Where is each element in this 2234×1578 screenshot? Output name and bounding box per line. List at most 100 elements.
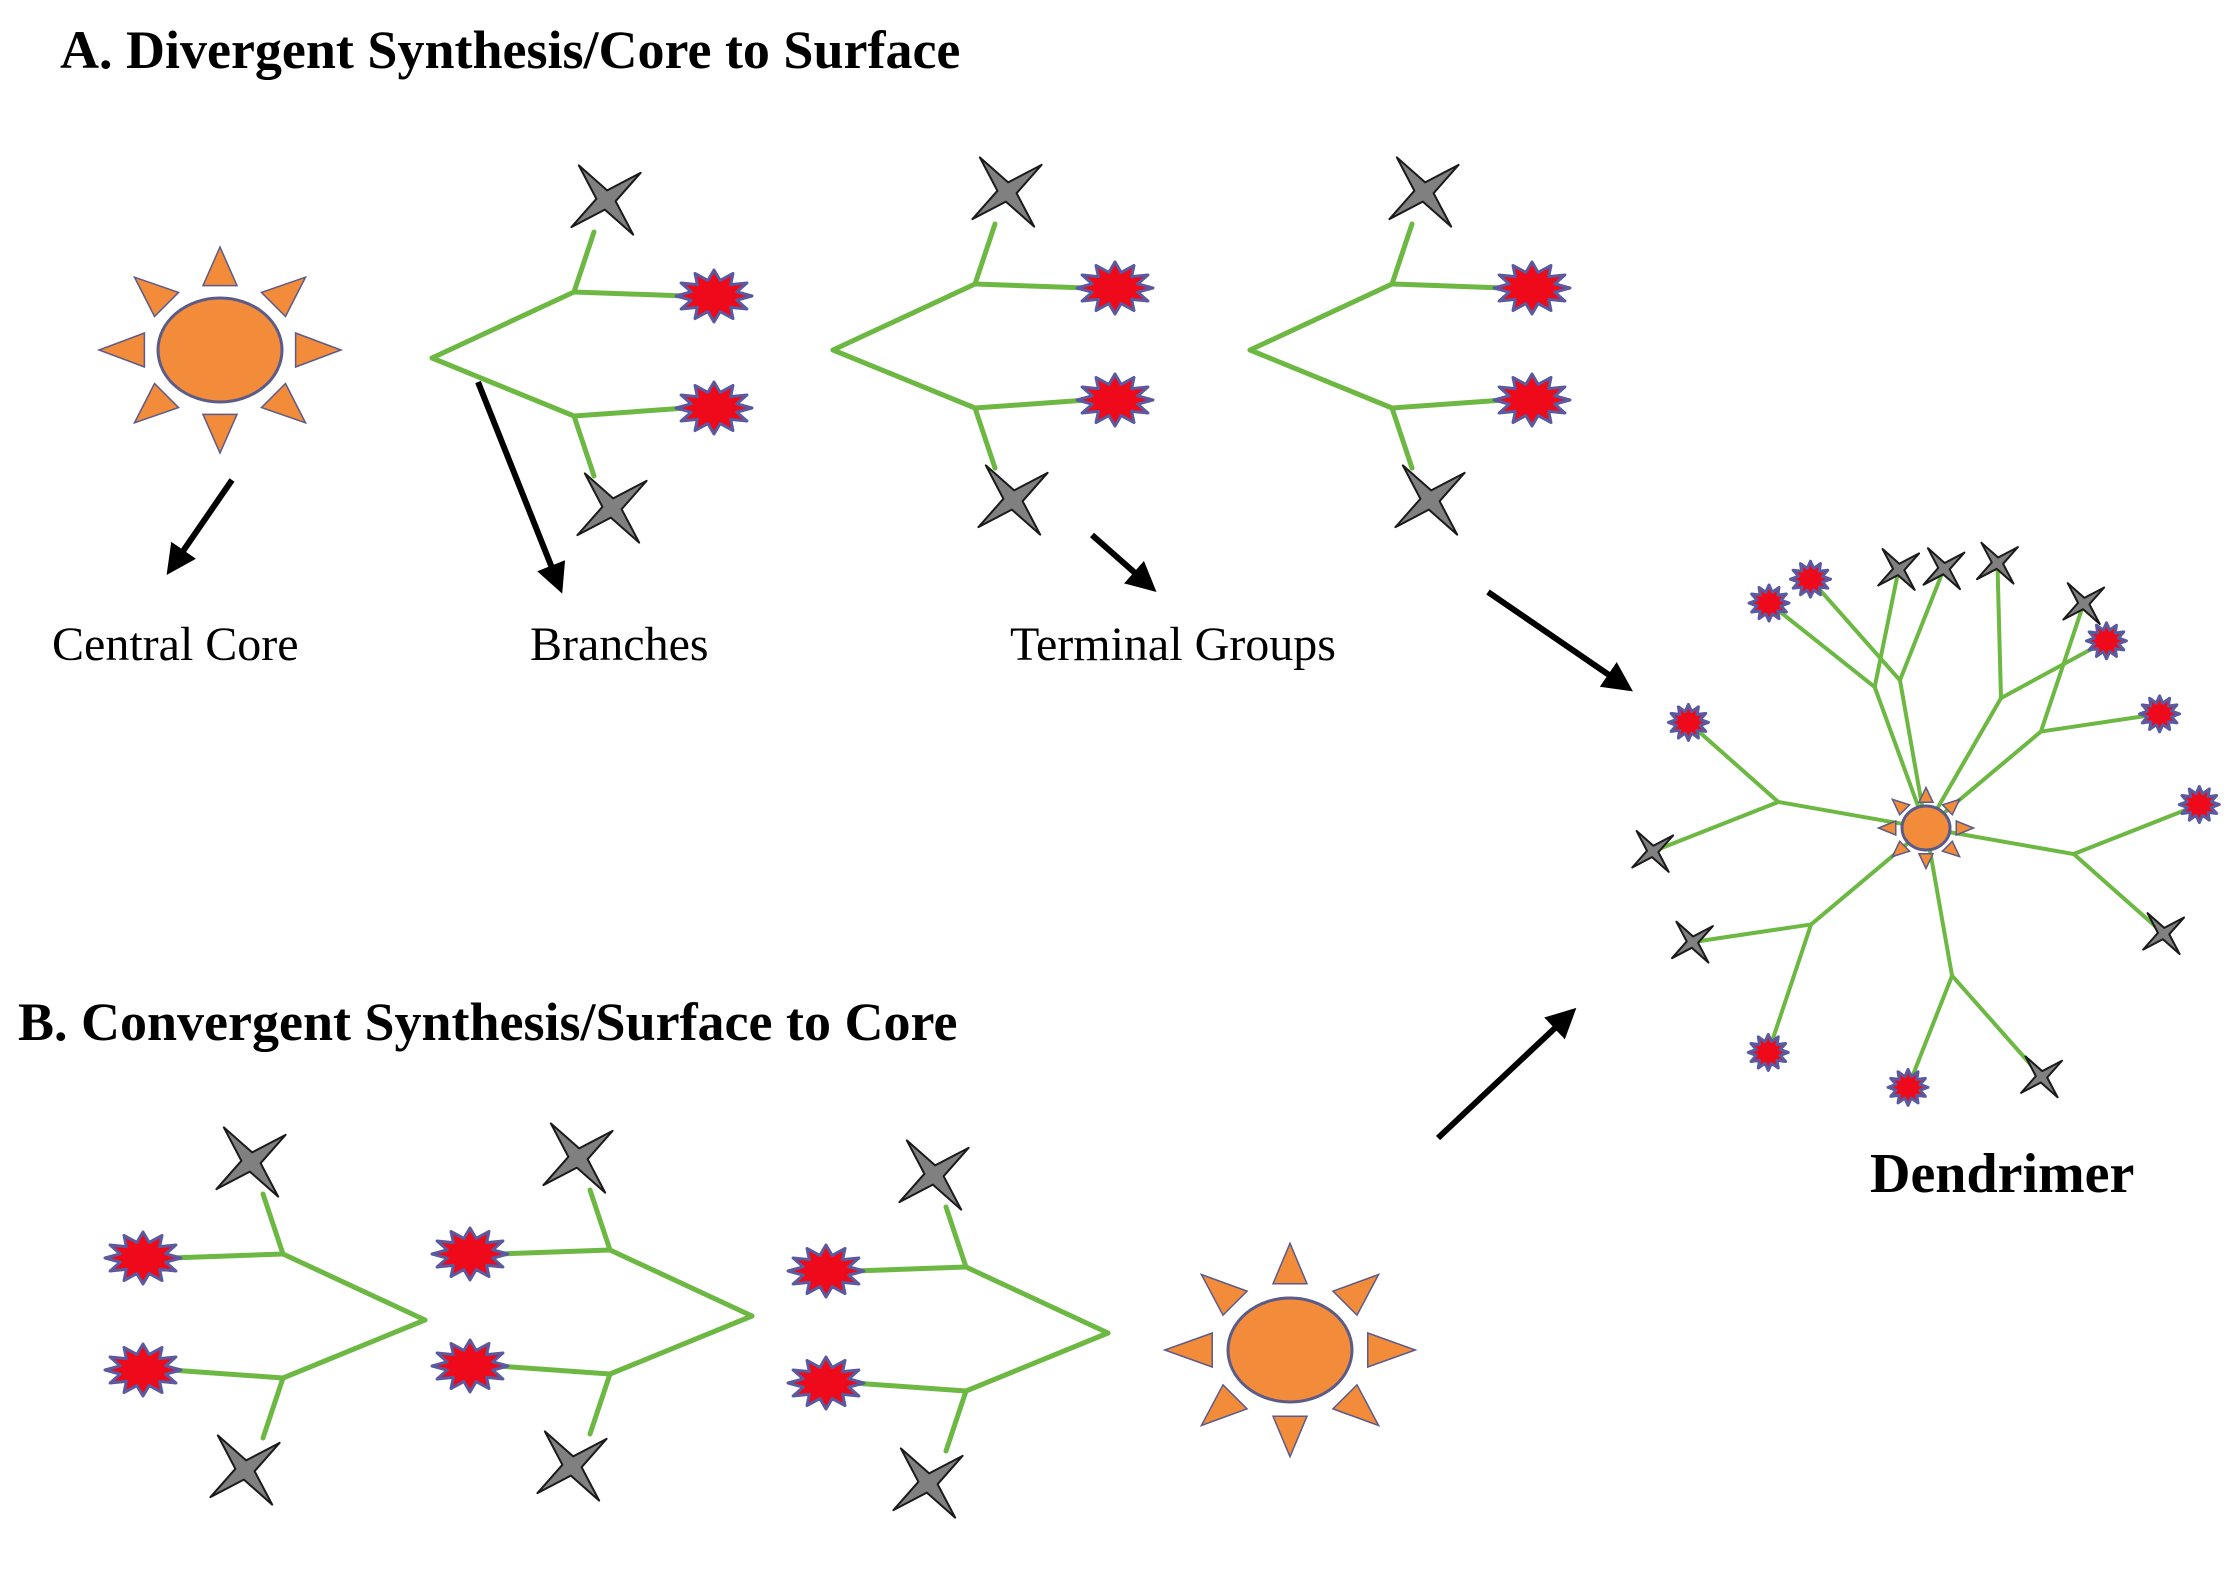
branch-line [280, 1251, 428, 1323]
convergent-dendron-1 [168, 1191, 428, 1441]
dendrimer-star-icon [2062, 582, 2106, 626]
branch-line [943, 1388, 969, 1454]
core-ray [1890, 798, 1911, 817]
branch-line [587, 1371, 613, 1437]
four-point-star-icon [209, 1434, 281, 1506]
arrow-core-to-label [166, 478, 235, 575]
core-ray [1917, 853, 1935, 871]
dendrimer-burst-icon [1746, 1032, 1790, 1072]
branches-label: Branches [530, 618, 709, 671]
divergent-dendron-2 [830, 221, 1090, 471]
core-ray [1941, 839, 1962, 858]
four-point-star-icon [892, 1447, 964, 1519]
red-burst-icon [786, 1243, 866, 1299]
central-core-icon [96, 245, 344, 455]
core-ray [132, 382, 180, 425]
core-ray [1890, 839, 1911, 858]
dendrimer-branch [1872, 685, 1928, 830]
red-burst-icon [1075, 260, 1155, 316]
branch-line [830, 347, 978, 411]
divergent-dendron-1 [429, 229, 689, 479]
dendrimer-star-icon [2142, 912, 2186, 956]
dendrimer-branch [1686, 720, 1781, 804]
dendrimer-star-icon [2020, 1055, 2063, 1099]
dendrimer-branch [1766, 922, 1814, 1055]
diagram-shapes [96, 156, 2221, 1519]
core-ray [1331, 1383, 1381, 1427]
red-burst-icon [786, 1355, 866, 1411]
dendrimer-branch [1897, 566, 1946, 683]
dendrimer-branch [1808, 577, 1902, 683]
dendrimer-star-icon [1975, 541, 2019, 585]
branch-line [495, 1247, 613, 1257]
core-ray [1271, 1241, 1309, 1285]
dendrimer-branch [1897, 678, 1928, 830]
branch-line [260, 1191, 286, 1257]
branch-line [851, 1264, 969, 1274]
dendrimer-star-icon [1631, 830, 1675, 873]
dendrimer-branch [1872, 567, 1901, 690]
convergent-dendron-2 [495, 1187, 755, 1437]
branch-line [972, 397, 1090, 411]
divergent-dendron-3 [1247, 221, 1507, 471]
red-burst-icon [430, 1226, 510, 1282]
branch-line [972, 405, 998, 471]
red-burst-icon [1492, 260, 1572, 316]
convergent-dendron-3 [851, 1204, 1111, 1454]
terminal-groups-label: Terminal Groups [1010, 618, 1336, 671]
four-point-star-icon [1388, 156, 1460, 228]
core-ray [96, 331, 146, 369]
dendrimer-branch [1650, 799, 1781, 854]
core-ray [201, 245, 239, 287]
four-point-star-icon [542, 1122, 614, 1194]
dendrimer-branch [1924, 826, 1955, 978]
branch-line [963, 1264, 1111, 1336]
dendrimer-branch [1924, 696, 2003, 830]
core-ray [1271, 1415, 1309, 1459]
branch-line [943, 1204, 969, 1270]
branch-line [1389, 405, 1415, 471]
core-ray [294, 331, 344, 369]
dendrimer-branch [1924, 729, 2043, 830]
branch-line [607, 1247, 755, 1319]
arrow-branch-to-label [475, 380, 566, 594]
four-point-star-icon [536, 1430, 608, 1502]
arrow-convergent-to-dendrimer [1435, 1007, 1577, 1141]
section-a-title: A. Divergent Synthesis/Core to Surface [60, 20, 960, 80]
arrow-terminal-to-label [1090, 532, 1157, 592]
dendrimer-burst-icon [1788, 559, 1832, 599]
branch-line [429, 289, 577, 361]
branch-line [429, 355, 577, 419]
dendrimer-branch [1809, 826, 1928, 927]
core-ray [1876, 819, 1897, 837]
core-body [1226, 1296, 1354, 1404]
branch-line [1389, 281, 1507, 291]
branch-line [260, 1375, 286, 1441]
core-ray [260, 382, 308, 425]
dendrimer-burst-icon [1666, 702, 1710, 742]
branch-line [495, 1363, 613, 1377]
red-burst-icon [103, 1342, 183, 1398]
core-ray [260, 275, 308, 318]
dendrimer-branch [1995, 561, 2003, 701]
central-core-label: Central Core [52, 618, 299, 671]
core-ray [1162, 1331, 1213, 1369]
dendrimer-branch [2038, 711, 2162, 734]
red-burst-icon [674, 380, 754, 436]
core-ray [1367, 1331, 1418, 1369]
four-point-star-icon [898, 1139, 970, 1211]
core-ray [1199, 1383, 1249, 1427]
four-point-star-icon [977, 464, 1049, 536]
core-body [156, 296, 284, 404]
section-b-title: B. Convergent Synthesis/Surface to Core [18, 992, 957, 1052]
branch-line [168, 1367, 286, 1381]
dendrimer-star-icon [1670, 920, 1714, 964]
dendrimer-branch [2038, 601, 2086, 734]
dendrimer-branch [2071, 802, 2202, 857]
branch-line [571, 229, 597, 295]
dendrimer-branch [1906, 973, 1955, 1090]
dendrimer-burst-icon [2084, 621, 2128, 661]
four-point-star-icon [570, 164, 642, 236]
branch-line [1247, 281, 1395, 353]
